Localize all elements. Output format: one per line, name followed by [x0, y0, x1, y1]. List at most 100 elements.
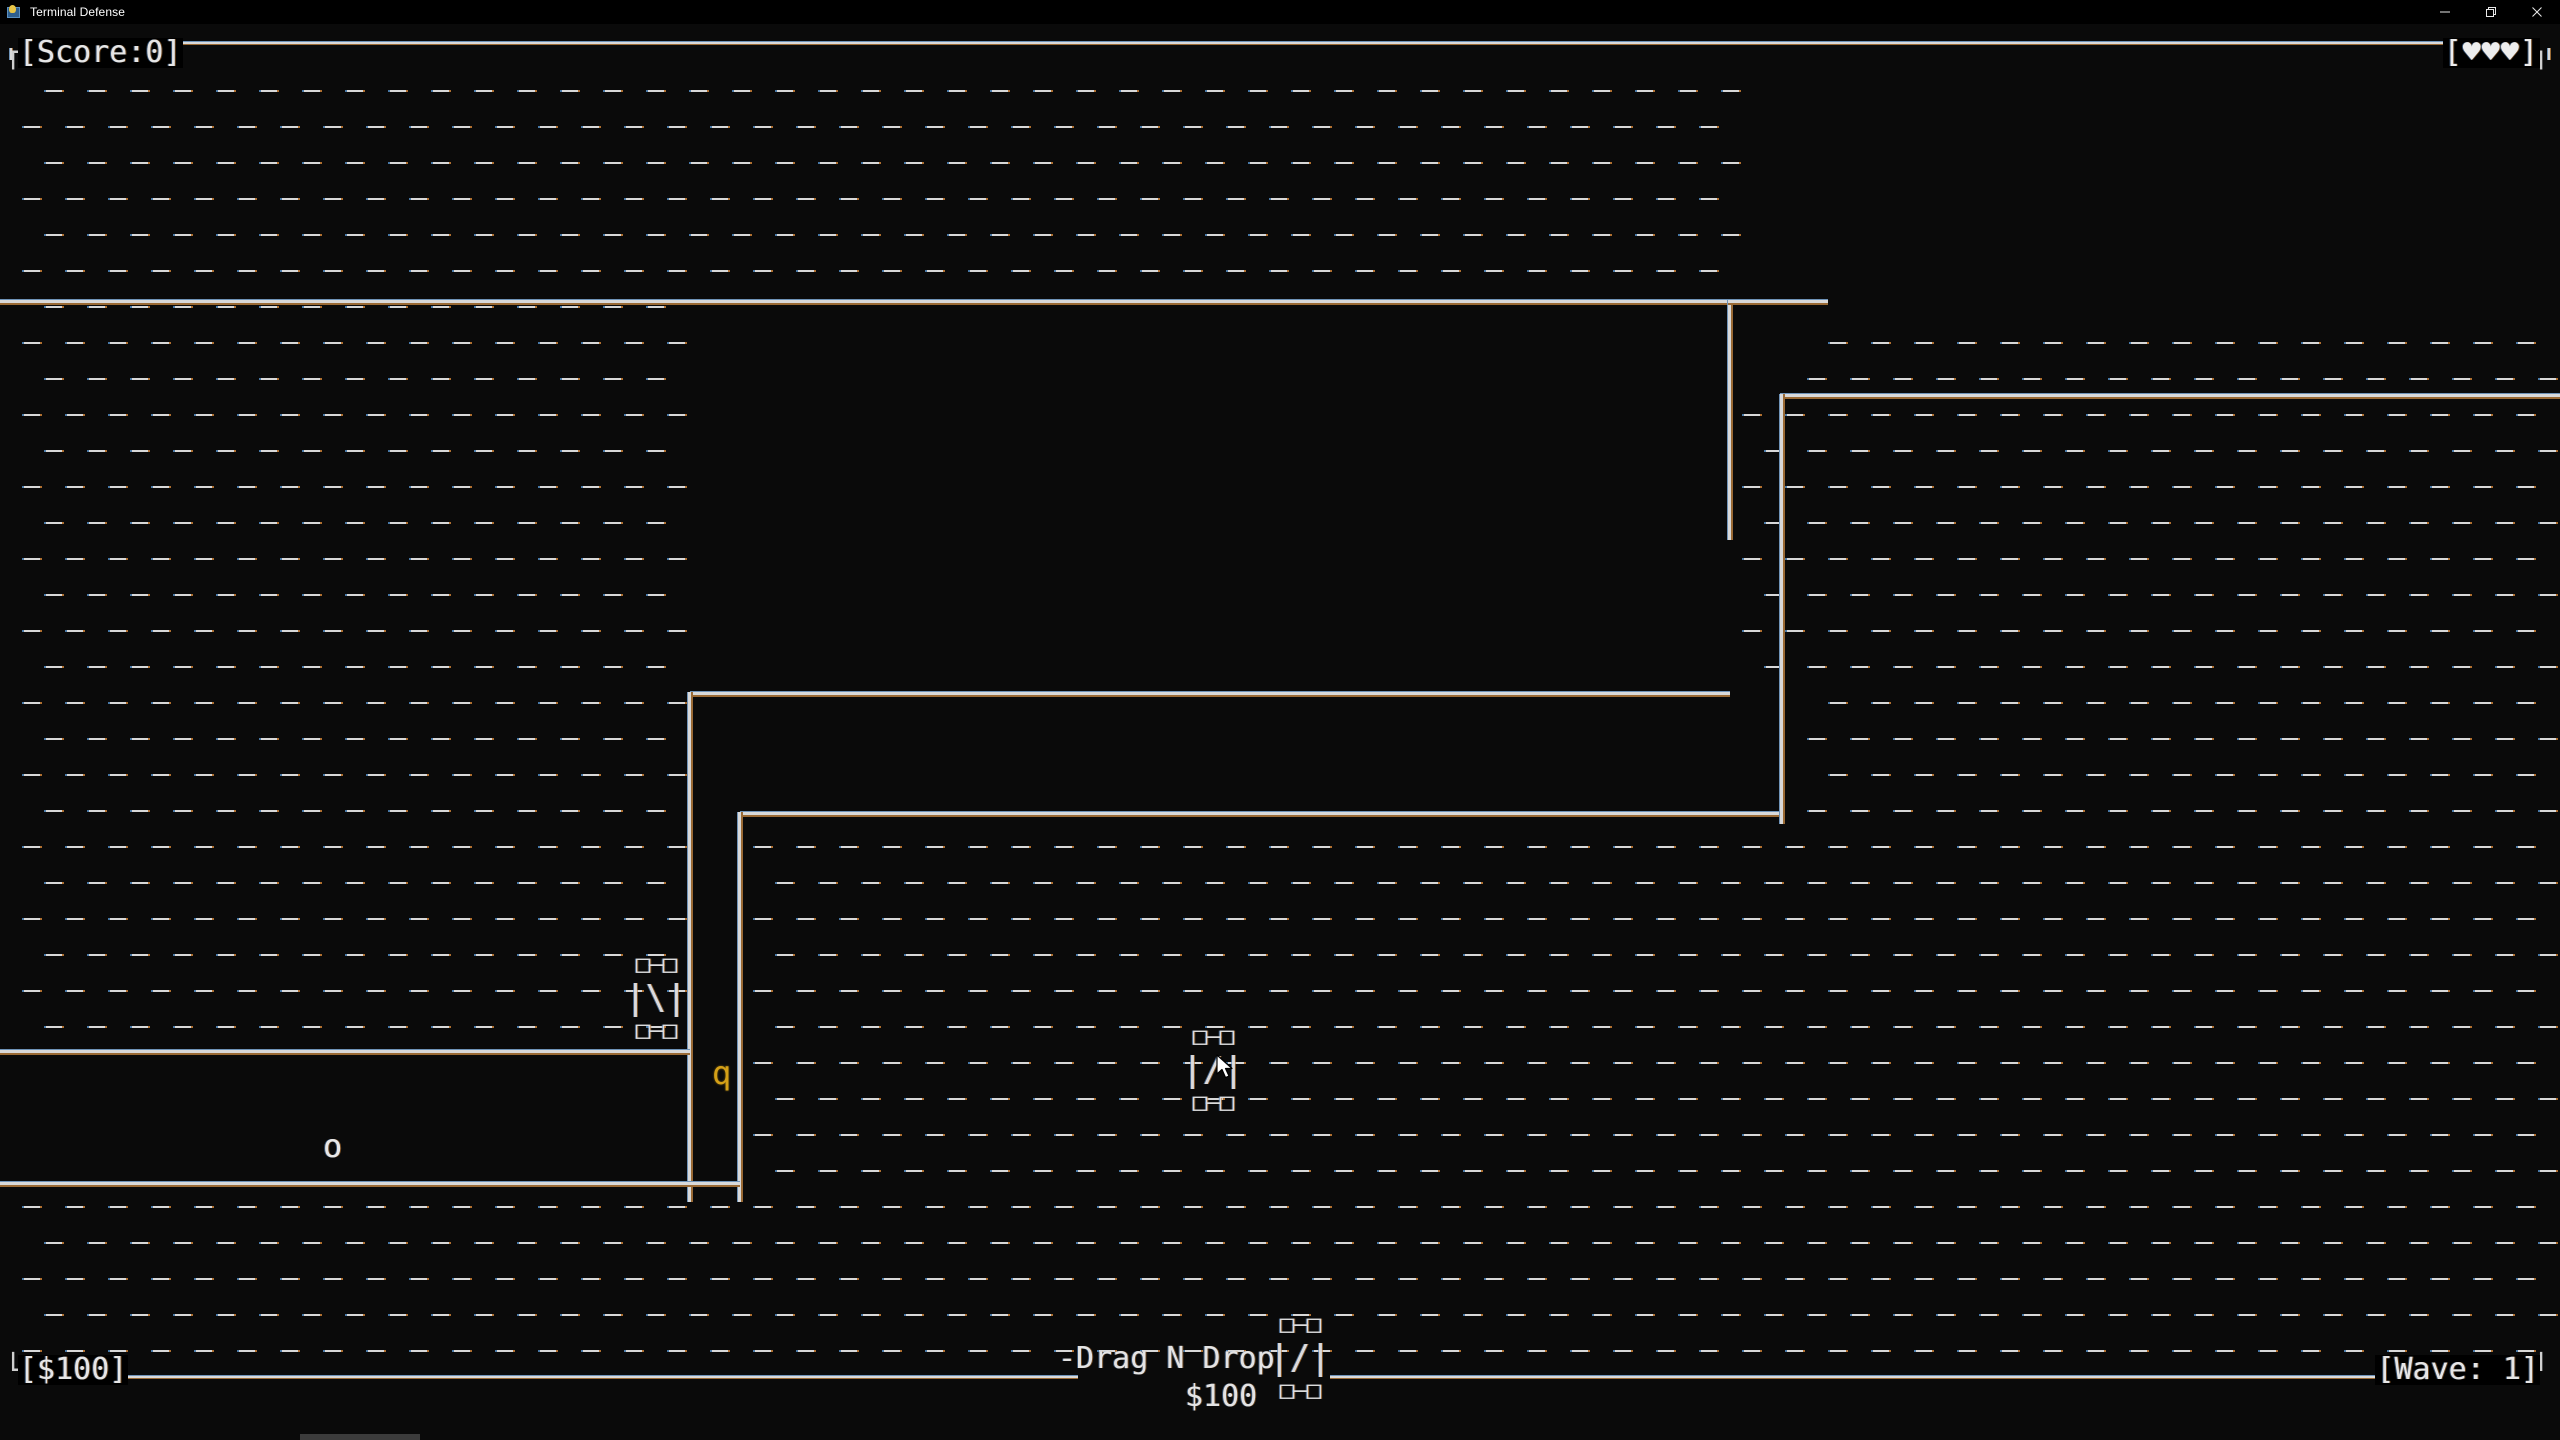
terrain-dash: [1207, 1026, 1223, 1028]
terrain-dash: [304, 594, 320, 596]
terrain-dash: [1293, 90, 1309, 92]
terrain-dash: [2346, 1134, 2362, 1136]
terrain-dash: [1787, 558, 1803, 560]
terrain-dash: [325, 1350, 341, 1352]
terrain-dash: [2153, 810, 2169, 812]
terrain-dash: [1013, 918, 1029, 920]
terrain-dash: [390, 522, 406, 524]
terrain-dash: [1680, 162, 1696, 164]
terrain-dash: [2239, 1242, 2255, 1244]
terrain-dash: [1465, 1026, 1481, 1028]
terrain-dash: [2067, 738, 2083, 740]
terrain-dash: [1916, 1278, 1932, 1280]
terrain-dash: [411, 198, 427, 200]
terrain-dash: [605, 1314, 621, 1316]
terrain-dash: [540, 846, 556, 848]
terrain-dash: [368, 846, 384, 848]
terrain-dash: [2196, 378, 2212, 380]
terrain-dash: [476, 1242, 492, 1244]
terrain-dash: [2002, 774, 2018, 776]
terrain-dash: [2368, 666, 2384, 668]
terrain-dash: [2325, 594, 2341, 596]
terrain-dash: [239, 198, 255, 200]
terrain-dash: [1336, 882, 1352, 884]
terrain-dash: [2131, 1134, 2147, 1136]
terrain-dash: [368, 558, 384, 560]
terrain-dash: [1916, 630, 1932, 632]
terrain-dash: [1658, 1278, 1674, 1280]
terrain-dash: [368, 918, 384, 920]
game-screen[interactable]: ┌ ┐ └ ┘ [Score:0] [♥♥♥] [$100] [Wave: 1]…: [0, 24, 2560, 1440]
terrain-dash: [927, 126, 943, 128]
shop-tower-item[interactable]: □—□ |/| □—□: [1269, 1312, 1330, 1404]
terrain-dash: [196, 126, 212, 128]
terrain-dash: [2475, 486, 2491, 488]
tower-bottom-glyph: □—□: [1279, 1376, 1321, 1404]
terrain-dash: [1207, 1314, 1223, 1316]
terrain-dash: [1185, 918, 1201, 920]
terrain-dash: [110, 126, 126, 128]
terrain-dash: [1078, 882, 1094, 884]
terrain-dash: [820, 1026, 836, 1028]
terrain-dash: [1680, 90, 1696, 92]
terrain-dash: [798, 918, 814, 920]
terrain-dash: [1486, 918, 1502, 920]
terrain-dash: [2368, 1170, 2384, 1172]
terrain-dash: [1551, 1170, 1567, 1172]
terrain-dash: [2303, 1062, 2319, 1064]
terrain-dash: [2475, 1134, 2491, 1136]
terrain-dash: [2346, 846, 2362, 848]
terrain-dash: [691, 234, 707, 236]
terrain-dash: [433, 594, 449, 596]
tower-placed[interactable]: □—□ |\| □—□: [625, 952, 687, 1042]
terrain-dash: [2153, 738, 2169, 740]
terrain-dash: [24, 774, 40, 776]
terrain-dash: [1207, 1170, 1223, 1172]
terrain-dash: [841, 126, 857, 128]
terrain-dash: [2153, 594, 2169, 596]
tower-dragging[interactable]: □—□ |/| □—□: [1182, 1024, 1243, 1114]
terrain-dash: [2153, 522, 2169, 524]
terrain-dash: [2346, 1206, 2362, 1208]
close-icon[interactable]: [2514, 0, 2560, 24]
terrain-dash: [1379, 1098, 1395, 1100]
terrain-dash: [433, 378, 449, 380]
terrain-dash: [282, 846, 298, 848]
terrain-dash: [1035, 90, 1051, 92]
terrain-dash: [1615, 1278, 1631, 1280]
terrain-dash: [1723, 1242, 1739, 1244]
terrain-dash: [2088, 1062, 2104, 1064]
terrain-dash: [239, 558, 255, 560]
terrain-dash: [2368, 378, 2384, 380]
terrain-dash: [2088, 702, 2104, 704]
terrain-dash: [1809, 1098, 1825, 1100]
maximize-icon[interactable]: [2468, 0, 2514, 24]
terrain-dash: [2475, 414, 2491, 416]
terrain-dash: [583, 414, 599, 416]
terrain-dash: [1357, 126, 1373, 128]
terrain-dash: [1078, 90, 1094, 92]
terrain-dash: [2088, 774, 2104, 776]
terrain-dash: [1379, 90, 1395, 92]
terrain-dash: [239, 270, 255, 272]
terrain-dash: [1013, 846, 1029, 848]
terrain-dash: [2174, 918, 2190, 920]
terrain-dash: [2239, 882, 2255, 884]
terrain-dash: [2024, 594, 2040, 596]
tower-body-glyph: |\|: [625, 978, 687, 1018]
terrain-dash: [1723, 1170, 1739, 1172]
terrain-dash: [110, 1278, 126, 1280]
terrain-dash: [2389, 774, 2405, 776]
terrain-dash: [1637, 954, 1653, 956]
terrain-dash: [820, 234, 836, 236]
terrain-dash: [196, 198, 212, 200]
terrain-dash: [46, 162, 62, 164]
terrain-dash: [2045, 1134, 2061, 1136]
terrain-dash: [2432, 414, 2448, 416]
terrain-dash: [626, 918, 642, 920]
terrain-dash: [2153, 450, 2169, 452]
terrain-dash: [2346, 918, 2362, 920]
terrain-dash: [2045, 702, 2061, 704]
minimize-icon[interactable]: [2422, 0, 2468, 24]
terrain-dash: [2239, 1170, 2255, 1172]
